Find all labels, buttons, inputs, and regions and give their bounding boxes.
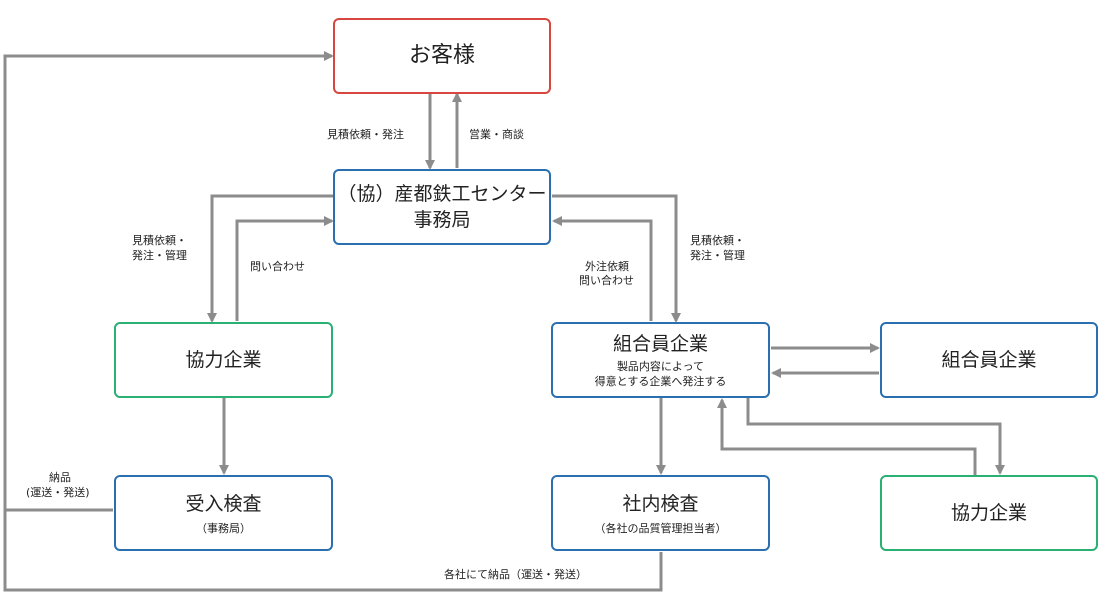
label-delivery-left-1: 納品 — [49, 471, 71, 484]
node-customer: お客様 — [333, 18, 551, 94]
label-delivery-left-2: (運送・発送) — [26, 486, 90, 499]
arrow-office-to-partner-left — [207, 194, 334, 323]
node-member-right-title: 組合員企業 — [941, 349, 1037, 371]
line-internal-delivery — [3, 510, 663, 592]
node-member-center-sub-1: 製品内容によって — [616, 360, 705, 373]
arrow-delivery-to-customer — [3, 51, 334, 512]
node-inspect-recv-sub: （事務局） — [196, 521, 251, 535]
node-office-title-2: 事務局 — [413, 209, 471, 231]
node-inspect-internal: 社内検査 （各社の品質管理担当者） — [551, 475, 770, 551]
label-delivery-bottom: 各社にて納品（運送・発送） — [444, 568, 587, 581]
node-office-title-1: （協）産都鉄工センター — [337, 183, 547, 205]
label-sales: 営業・商談 — [469, 128, 524, 141]
label-quote-order-mgmt-left-2: 発注・管理 — [132, 249, 187, 262]
arrow-partner-right-to-member — [717, 398, 977, 475]
arrow-member-to-partner-right — [746, 398, 1005, 475]
node-inspect-recv: 受入検査 （事務局） — [114, 475, 333, 551]
arrow-office-to-member — [552, 194, 681, 323]
node-member-center-title: 組合員企業 — [612, 333, 708, 355]
node-inspect-internal-title: 社内検査 — [622, 492, 699, 515]
arrow-partner-left-to-office — [235, 216, 334, 321]
node-member-center: 組合員企業 製品内容によって 得意とする企業へ発注する — [551, 322, 770, 398]
label-quote-order: 見積依頼・発注 — [327, 128, 404, 141]
label-outsource-1: 外注依頼 — [585, 260, 629, 273]
node-partner-left-title: 協力企業 — [185, 349, 262, 371]
label-inquiry-left: 問い合わせ — [250, 260, 305, 273]
node-member-right: 組合員企業 — [880, 322, 1098, 398]
node-customer-title: お客様 — [408, 43, 475, 68]
node-office: （協）産都鉄工センター 事務局 — [333, 169, 551, 245]
node-partner-left: 協力企業 — [114, 322, 333, 398]
label-quote-order-mgmt-right-1: 見積依頼・ — [690, 234, 745, 247]
arrow-member-to-office — [552, 216, 653, 321]
node-partner-right: 協力企業 — [880, 475, 1098, 551]
node-inspect-recv-title: 受入検査 — [185, 492, 262, 515]
node-partner-right-title: 協力企業 — [950, 502, 1027, 524]
node-member-center-sub-2: 得意とする企業へ発注する — [594, 375, 727, 388]
node-inspect-internal-sub: （各社の品質管理担当者） — [594, 521, 727, 535]
label-quote-order-mgmt-left-1: 見積依頼・ — [132, 234, 187, 247]
label-outsource-2: 問い合わせ — [579, 274, 634, 287]
label-quote-order-mgmt-right-2: 発注・管理 — [690, 249, 745, 262]
